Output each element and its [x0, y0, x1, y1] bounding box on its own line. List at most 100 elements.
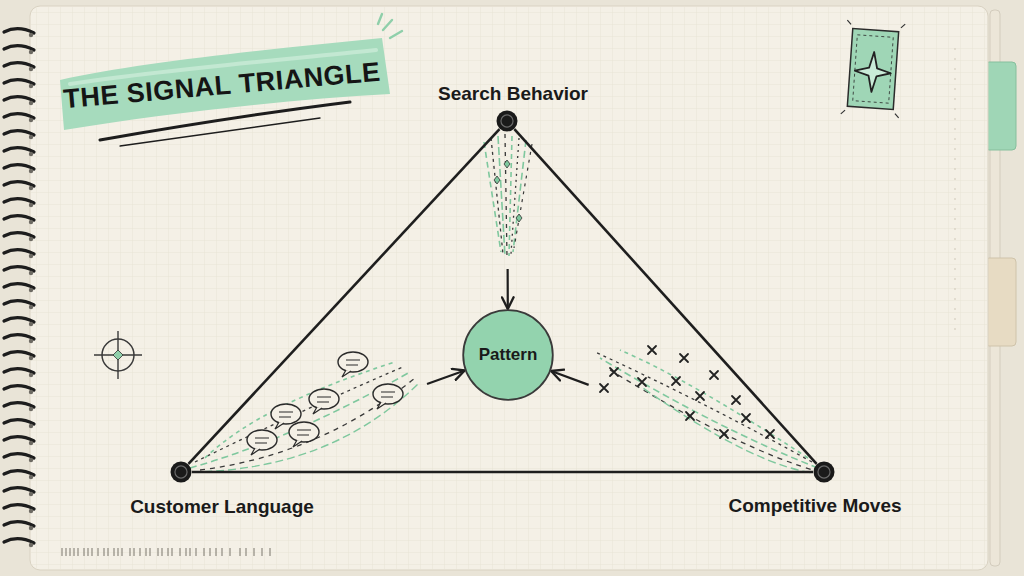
- signal-dash: [509, 136, 512, 256]
- green-tab: [985, 62, 1016, 150]
- title-underline: [120, 118, 320, 146]
- vertex-label: Customer Language: [130, 496, 314, 518]
- card-ticks: [841, 20, 905, 118]
- speech-bubble: [338, 352, 368, 377]
- search-signal-stream: [484, 134, 532, 258]
- spiral-ring: [4, 97, 34, 105]
- vertex-dot: [171, 462, 192, 483]
- spiral-ring: [4, 386, 34, 394]
- sparkle-star: [853, 51, 892, 93]
- page-sheet: [30, 6, 988, 570]
- spiral-ring: [4, 454, 34, 462]
- beige-tab: [985, 258, 1016, 346]
- x-mark: [638, 378, 646, 386]
- margin-ticks: [955, 48, 956, 330]
- ruler-ticks: [62, 548, 270, 556]
- spiral-ring: [4, 250, 34, 258]
- triangle-side: [192, 471, 813, 474]
- x-mark: [766, 430, 774, 438]
- x-mark: [696, 392, 704, 400]
- signal-dash: [600, 358, 818, 468]
- spiral-ring: [4, 46, 34, 54]
- x-mark: [600, 384, 608, 392]
- spiral-ring: [4, 80, 34, 88]
- speech-bubble: [247, 430, 277, 455]
- signal-arrow: [191, 370, 464, 468]
- signal-dash: [498, 136, 505, 256]
- spiral-ring: [4, 131, 34, 139]
- vertex-dot: [496, 110, 518, 132]
- spiral-ring: [4, 199, 34, 207]
- hub-label: Pattern: [479, 345, 538, 365]
- signal-dash: [514, 144, 532, 248]
- signal-dash: [205, 362, 395, 458]
- spiral-ring: [4, 488, 34, 496]
- spiral-ring: [4, 437, 34, 445]
- spiral-ring: [4, 505, 34, 513]
- star-card: [841, 20, 905, 118]
- crosshair-lines: [94, 331, 142, 379]
- spiral-ring: [4, 148, 34, 156]
- spiral-ring: [4, 471, 34, 479]
- vertex-dot: [170, 461, 192, 483]
- signal-dash: [620, 350, 808, 458]
- signal-dash: [513, 140, 526, 252]
- spiral-ring: [4, 114, 34, 122]
- signal-arrow: [506, 132, 509, 309]
- hub-circle: [463, 310, 553, 400]
- signal-diamonds: [494, 160, 522, 222]
- spiral-ring: [4, 369, 34, 377]
- vertex-dot: [497, 111, 518, 132]
- signal-arrow: [551, 371, 814, 468]
- signal-dash: [190, 372, 410, 468]
- customer-signal-stream: [190, 352, 418, 472]
- competitor-signal-stream: [595, 346, 822, 474]
- spiral-ring: [4, 318, 34, 326]
- spiral-ring: [4, 420, 34, 428]
- spiral-ring: [4, 29, 34, 37]
- spiral-ring: [4, 216, 34, 224]
- pattern-hub: Pattern: [462, 309, 554, 401]
- diagram-title: THE SIGNAL TRIANGLE: [62, 57, 382, 116]
- signal-dash: [640, 386, 822, 474]
- signal-dash: [595, 352, 812, 462]
- signal-dash: [200, 378, 415, 470]
- spiral-ring: [4, 182, 34, 190]
- x-mark: [648, 346, 656, 354]
- vertex-label: Competitive Moves: [728, 495, 901, 517]
- vertex-dot-ring: [175, 466, 187, 478]
- speech-bubble: [373, 384, 403, 409]
- spiral-ring: [4, 301, 34, 309]
- crosshair: [94, 331, 142, 379]
- spiral-ring: [4, 522, 34, 530]
- x-mark: [742, 414, 750, 422]
- speech-bubble: [309, 389, 339, 414]
- vertex-dot: [814, 462, 835, 483]
- card: [847, 28, 898, 109]
- triangle-side: [514, 129, 816, 464]
- crosshair-diamond: [113, 350, 123, 360]
- vertex-dot-ring: [818, 466, 830, 478]
- spiral-ring: [4, 335, 34, 343]
- spiral-ring: [4, 284, 34, 292]
- spiral-ring: [4, 539, 34, 547]
- signal-dash: [610, 370, 820, 472]
- vertex-label: Search Behavior: [438, 83, 588, 105]
- spiral-ring: [4, 267, 34, 275]
- signal-dash: [192, 384, 418, 472]
- spiral-ring: [4, 63, 34, 71]
- triangle-side: [188, 129, 499, 464]
- spiral-ring: [4, 352, 34, 360]
- grid-paper: [30, 6, 988, 570]
- spiral-ring: [4, 403, 34, 411]
- x-mark: [680, 354, 688, 362]
- title-brush-stroke: [60, 38, 390, 130]
- card-border: [853, 35, 894, 103]
- speech-bubble: [289, 422, 319, 447]
- x-mark: [710, 371, 718, 379]
- signal-source-node: Competitive Moves: [813, 461, 835, 483]
- x-mark: [720, 430, 728, 438]
